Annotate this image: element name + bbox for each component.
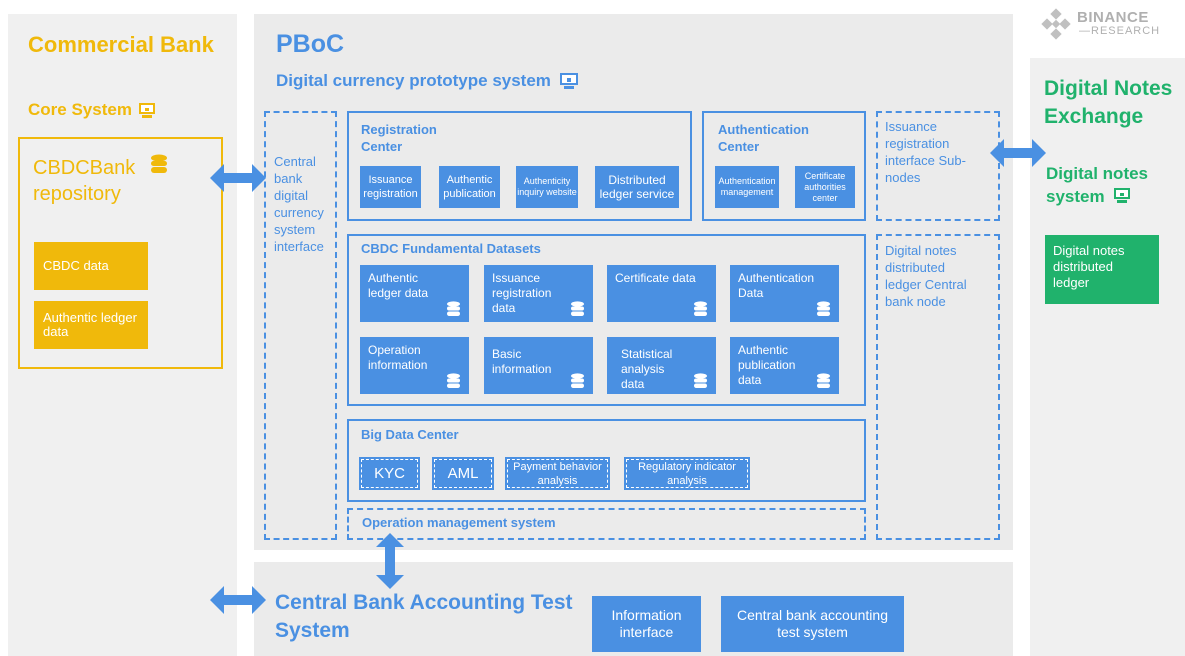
digital-notes-ledger-box: Digital notes distributed ledger	[1045, 235, 1159, 304]
dataset-operation-information: Operation information	[360, 337, 469, 394]
dataset-label: Statistical analysis data	[621, 347, 673, 391]
fundamental-datasets-title: CBDC Fundamental Datasets	[361, 241, 541, 256]
core-system-label: Core System	[28, 100, 156, 120]
operation-management-label: Operation management system	[362, 515, 556, 530]
double-arrow-icon	[210, 164, 266, 192]
authentication-center-title: Authentication Center	[718, 122, 809, 154]
big-data-center-title: Big Data Center	[361, 427, 459, 442]
dataset-authentication-data: Authentication Data	[730, 265, 839, 322]
accounting-title: Central Bank Accounting Test System	[275, 591, 573, 642]
authenticity-inquiry-website-box: Authenticity inquiry website	[516, 166, 578, 208]
dataset-label: Basic information	[492, 347, 552, 376]
fundamental-datasets-box	[347, 234, 866, 406]
authentic-publication-box: Authentic publication	[439, 166, 500, 208]
operation-management-box	[347, 508, 866, 540]
cbdcbank-repository-title: CBDCBank repository	[33, 155, 213, 207]
dataset-label: Operation information	[368, 343, 428, 372]
dataset-label: Authentication Data	[738, 271, 815, 300]
dataset-authentic-publication-data: Authentic publication data	[730, 337, 839, 394]
cbdcbank-repository-box	[18, 137, 223, 369]
database-icon	[817, 373, 830, 388]
computer-icon	[559, 73, 578, 89]
aml-box: AML	[432, 457, 494, 490]
cbdc-system-interface-box	[264, 111, 337, 540]
brand-sub: —RESEARCH	[1079, 25, 1161, 37]
digital-notes-exchange-panel	[1030, 58, 1185, 656]
brand-sub-text: RESEARCH	[1091, 25, 1161, 37]
database-icon	[151, 154, 167, 173]
brand-name: BINANCE	[1077, 9, 1149, 26]
binance-logo-icon	[1041, 8, 1071, 40]
digital-notes-system-label: Digital notes system	[1046, 162, 1176, 208]
dataset-label: Certificate data	[615, 271, 696, 285]
authentication-management-box: Authentication management	[715, 166, 779, 208]
database-icon	[694, 373, 707, 388]
database-icon	[694, 301, 707, 316]
cbdcbank-repository-text: CBDCBank repository	[33, 157, 136, 205]
issuance-registration-interface-box	[876, 111, 1000, 221]
vertical-double-arrow-icon	[376, 533, 404, 589]
database-icon	[571, 373, 584, 388]
dataset-certificate-data: Certificate data	[607, 265, 716, 322]
dataset-statistical-analysis-data: Statistical analysis data	[607, 337, 716, 394]
registration-center-box	[347, 111, 692, 221]
cbdc-system-interface-label: Central bank digital currency system int…	[274, 154, 324, 254]
regulatory-indicator-analysis-box: Regulatory indicator analysis	[624, 457, 750, 490]
cbdc-data-box: CBDC data	[34, 242, 148, 290]
digital-notes-system-text: Digital notes system	[1046, 164, 1149, 206]
issuance-registration-box: Issuance registration	[360, 166, 421, 208]
database-icon	[447, 373, 460, 388]
database-icon	[571, 301, 584, 316]
dataset-authentic-ledger-data: Authentic ledger data	[360, 265, 469, 322]
pboc-title: PBoC	[276, 30, 345, 58]
database-icon	[817, 301, 830, 316]
distributed-ledger-service-box: Distributed ledger service	[595, 166, 679, 208]
dataset-label: Authentic ledger data	[368, 271, 429, 300]
authentication-center-box	[702, 111, 866, 221]
big-data-center-box	[347, 419, 866, 502]
dataset-issuance-registration-data: Issuance registration data	[484, 265, 593, 322]
issuance-registration-interface-label: Issuance registration interface Sub-node…	[885, 119, 966, 185]
double-arrow-icon	[990, 139, 1046, 167]
pboc-subtitle-text: Digital currency prototype system	[276, 71, 551, 90]
accounting-test-system-box: Central bank accounting test system	[721, 596, 904, 652]
digital-notes-ledger-node-label: Digital notes distributed ledger Central…	[885, 243, 967, 309]
double-arrow-icon	[210, 586, 266, 614]
commercial-bank-title: Commercial Bank	[28, 32, 214, 57]
dataset-basic-information: Basic information	[484, 337, 593, 394]
computer-icon	[138, 102, 155, 118]
registration-center-title: Registration Center	[361, 122, 437, 154]
kyc-box: KYC	[359, 457, 420, 490]
computer-icon	[1114, 188, 1131, 203]
dataset-label: Issuance registration data	[492, 271, 552, 315]
core-system-text: Core System	[28, 100, 132, 119]
certificate-authorities-center-box: Certificate authorities center	[795, 166, 855, 208]
database-icon	[447, 301, 460, 316]
authentic-ledger-data-box: Authentic ledger data	[34, 301, 148, 349]
digital-notes-ledger-node-box	[876, 234, 1000, 540]
digital-notes-exchange-title: Digital Notes Exchange	[1044, 77, 1173, 128]
dataset-label: Authentic publication data	[738, 343, 796, 387]
information-interface-box: Information interface	[592, 596, 701, 652]
pboc-subtitle: Digital currency prototype system	[276, 71, 579, 91]
payment-behavior-analysis-box: Payment behavior analysis	[505, 457, 610, 490]
